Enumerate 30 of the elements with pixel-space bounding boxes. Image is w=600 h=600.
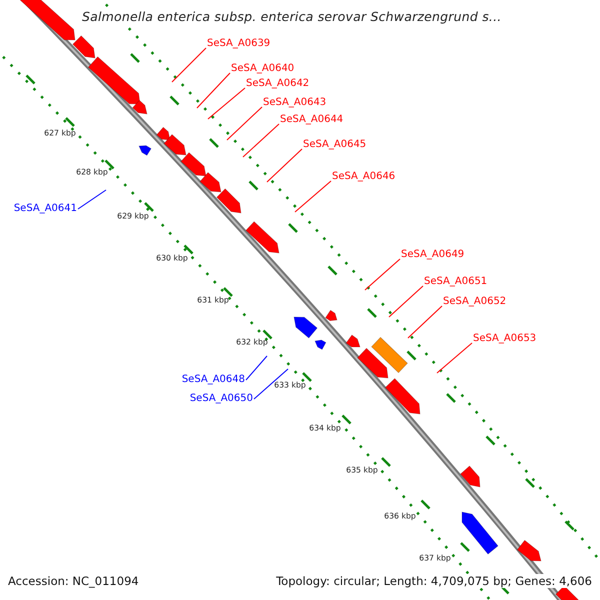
gene-label: SeSA_A0643 bbox=[263, 97, 326, 109]
leader-line bbox=[226, 106, 262, 140]
accession-text: Accession: NC_011094 bbox=[8, 574, 139, 588]
gene-label: SeSA_A0645 bbox=[303, 139, 366, 151]
leader-line bbox=[246, 356, 268, 380]
leader-line bbox=[388, 286, 424, 318]
gene-label: SeSA_A0641 bbox=[14, 203, 77, 215]
leader-line bbox=[172, 48, 206, 82]
leader-line bbox=[254, 368, 288, 400]
gene-label: SeSA_A0640 bbox=[231, 63, 294, 75]
leader-line bbox=[208, 88, 246, 120]
gene-label: SeSA_A0646 bbox=[332, 171, 396, 183]
leader-line bbox=[196, 72, 230, 108]
leader-line bbox=[266, 148, 302, 182]
leader-line bbox=[78, 190, 106, 210]
gene-label: SeSA_A0649 bbox=[401, 249, 464, 261]
gene-label: SeSA_A0652 bbox=[443, 296, 506, 308]
leader-line bbox=[294, 180, 332, 212]
gene-label: SeSA_A0651 bbox=[424, 276, 488, 288]
gene-label: SeSA_A0639 bbox=[207, 38, 270, 50]
leader-line bbox=[242, 124, 280, 158]
leader-line bbox=[436, 342, 472, 374]
gene-label: SeSA_A0653 bbox=[473, 333, 536, 345]
gene-label: SeSA_A0644 bbox=[280, 114, 344, 126]
leader-line bbox=[364, 258, 400, 290]
gene-label: SeSA_A0642 bbox=[246, 78, 310, 90]
gene-label: SeSA_A0650 bbox=[190, 393, 253, 405]
gene-label: SeSA_A0648 bbox=[182, 374, 245, 386]
leader-line bbox=[408, 306, 442, 338]
genome-info-text: Topology: circular; Length: 4,709,075 bp; Genes: 4,606 bbox=[276, 574, 592, 588]
